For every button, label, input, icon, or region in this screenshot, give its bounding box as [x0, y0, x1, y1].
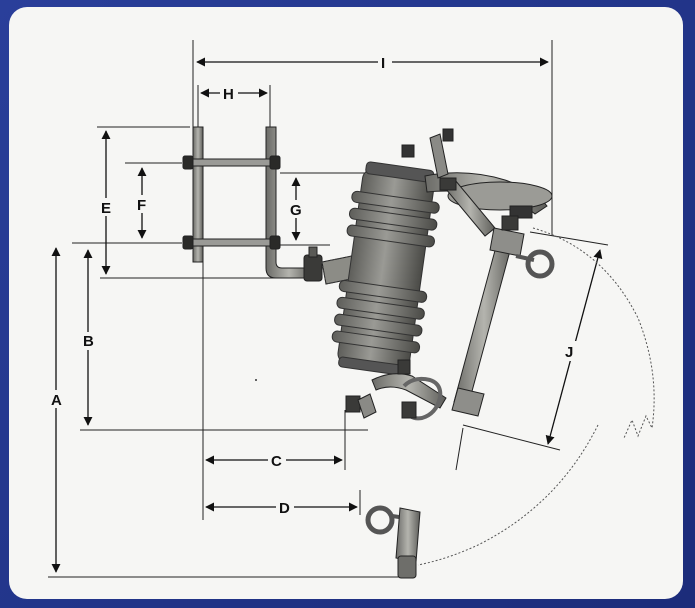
porcelain-insulator	[331, 161, 440, 376]
bottom-contact-assembly	[345, 359, 447, 421]
label-I: I	[381, 55, 385, 72]
dimension-labels: A B C D E F G H I J	[51, 55, 573, 517]
bracket-left-plate	[192, 126, 204, 263]
label-D: D	[279, 500, 290, 517]
extension-lines	[48, 40, 609, 578]
dimension-arrows	[51, 57, 603, 573]
label-H: H	[223, 86, 234, 103]
dropout-position	[365, 505, 421, 579]
dot-mark	[255, 379, 257, 381]
bracket-lower-bolt	[187, 238, 281, 247]
bracket-upper-bolt	[187, 158, 281, 167]
fuse-tube	[451, 215, 555, 417]
label-backgrounds	[48, 53, 580, 516]
label-J: J	[565, 344, 573, 361]
mounting-bracket	[182, 126, 357, 285]
label-E: E	[101, 200, 111, 217]
label-A: A	[51, 392, 62, 409]
label-F: F	[137, 197, 146, 214]
swing-arc	[417, 227, 655, 566]
label-C: C	[271, 453, 282, 470]
label-B: B	[83, 333, 94, 350]
top-contact-assembly	[401, 128, 553, 237]
label-G: G	[290, 202, 302, 219]
